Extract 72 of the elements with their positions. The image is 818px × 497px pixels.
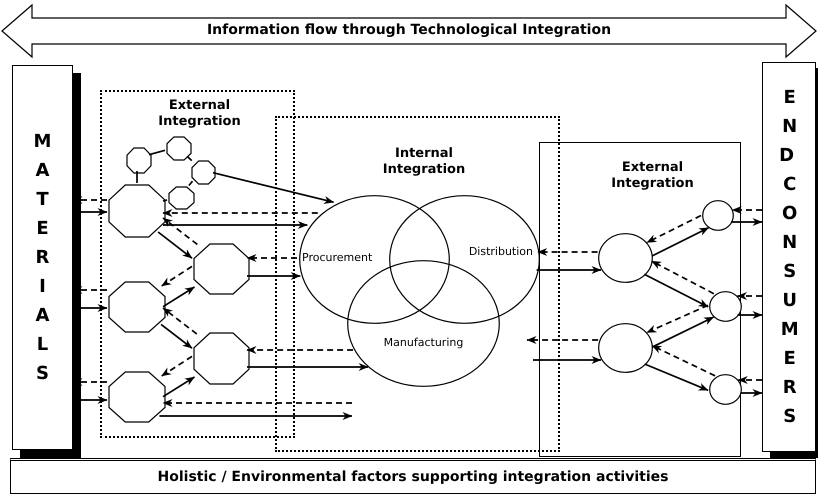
arrow bbox=[644, 274, 709, 308]
dashed-arrow bbox=[737, 292, 762, 300]
arrow bbox=[162, 376, 195, 398]
dashed-arrow bbox=[537, 248, 598, 256]
circle-label: Distribution bbox=[468, 245, 533, 258]
arrow bbox=[162, 286, 195, 308]
dashed-arrow bbox=[246, 254, 297, 262]
banner-text: Information flow through Technological Integration bbox=[206, 22, 612, 38]
arrow bbox=[652, 226, 710, 257]
arrow bbox=[644, 363, 709, 392]
dashed-arrow bbox=[161, 266, 192, 287]
octagon-node bbox=[169, 187, 194, 209]
connector-line bbox=[186, 156, 192, 162]
double-arrow-banner bbox=[2, 5, 816, 57]
group-box bbox=[275, 116, 560, 452]
arrow bbox=[247, 272, 301, 280]
circle-node bbox=[709, 291, 742, 322]
dashed-arrow bbox=[646, 304, 708, 334]
footer-box bbox=[10, 458, 816, 494]
venn-circle bbox=[299, 195, 450, 324]
arrow bbox=[247, 363, 369, 371]
octagon-node bbox=[109, 372, 165, 422]
octagon-node bbox=[109, 282, 165, 332]
arrow bbox=[160, 324, 193, 349]
circle-node bbox=[709, 374, 742, 405]
group-title: Internal Integration bbox=[382, 146, 466, 178]
octagon-node bbox=[109, 185, 165, 237]
venn-circle bbox=[389, 195, 540, 324]
group-box bbox=[100, 90, 295, 438]
arrow bbox=[533, 356, 602, 364]
dashed-arrow bbox=[162, 217, 198, 246]
connector-line bbox=[136, 171, 138, 183]
circle-node bbox=[598, 323, 653, 373]
connector-line bbox=[188, 180, 194, 186]
connector-line bbox=[148, 149, 166, 156]
dashed-arrow bbox=[652, 344, 716, 377]
dashed-arrow bbox=[526, 336, 598, 344]
vertical-label: END CONSUMERS bbox=[779, 86, 799, 429]
venn-circle bbox=[347, 260, 500, 387]
dashed-arrow bbox=[646, 214, 702, 244]
arrow bbox=[163, 221, 308, 229]
arrow bbox=[740, 389, 762, 397]
group-title: External Integration bbox=[610, 160, 695, 192]
dashed-arrow bbox=[161, 356, 192, 377]
circle-label: Manufacturing bbox=[382, 336, 464, 349]
dashed-arrow bbox=[738, 376, 762, 384]
dashed-arrow bbox=[732, 206, 762, 214]
octagon-node bbox=[167, 137, 191, 160]
footer-text: Holistic / Environmental factors supporting integration activities bbox=[156, 469, 670, 485]
arrow bbox=[212, 172, 334, 204]
dashed-arrow bbox=[162, 307, 198, 335]
arrow bbox=[652, 316, 714, 348]
group-title: External Integration bbox=[157, 98, 242, 130]
circle-node bbox=[702, 200, 734, 231]
dashed-arrow bbox=[246, 346, 354, 354]
group-box bbox=[539, 142, 741, 457]
octagon-node bbox=[192, 161, 215, 184]
dashed-arrow bbox=[162, 209, 318, 217]
octagon-node bbox=[194, 244, 249, 294]
vertical-label: MATERIALS bbox=[32, 130, 52, 386]
arrow bbox=[731, 218, 762, 226]
octagon-node bbox=[127, 148, 151, 173]
arrow bbox=[159, 412, 352, 420]
connector-line bbox=[162, 199, 168, 202]
arrow bbox=[536, 266, 602, 274]
circle-label: Procurement bbox=[302, 251, 372, 264]
dashed-arrow bbox=[651, 260, 714, 294]
dashed-arrow bbox=[162, 399, 352, 407]
arrow bbox=[738, 311, 762, 319]
circle-node bbox=[598, 233, 653, 283]
octagon-node bbox=[194, 333, 249, 384]
arrow bbox=[158, 231, 193, 259]
